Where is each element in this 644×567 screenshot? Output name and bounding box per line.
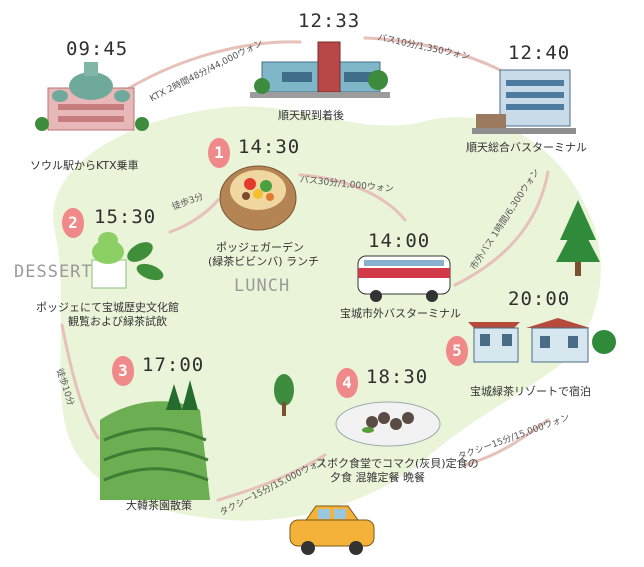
step-badge-2: 2 [62, 208, 84, 238]
stop-label-suncheon-station: 順天駅到着後 [278, 109, 344, 122]
stop-label-resort: 宝城緑茶リゾートで宿泊 [470, 385, 591, 398]
route-ktx-path [108, 40, 302, 102]
tree-icon [274, 374, 294, 416]
stop-label-dessert-2: 観覧および緑茶試飲 [68, 315, 167, 328]
step-badge-4: 4 [336, 368, 358, 398]
stop-label-tea-field: 大韓茶園散策 [126, 499, 192, 512]
lunch-tag: LUNCH [234, 276, 291, 296]
dessert-tag: DESSERT [14, 262, 93, 282]
stop-time-resort: 20:00 [508, 288, 571, 310]
seoul-station-icon [35, 62, 149, 131]
route-taxi2-path [463, 418, 550, 467]
stop-label-dessert-1: ポッジェにて宝城歴史文化館 [36, 301, 179, 314]
stop-label-lunch-1: ポッジェガーデン [216, 241, 304, 254]
step-badge-1: 1 [208, 138, 230, 168]
stop-time-dessert: 15:30 [94, 206, 157, 228]
tea-field-icon [100, 380, 210, 500]
bibimbap-bowl-icon [219, 165, 297, 231]
cockle-dish-icon [335, 401, 441, 447]
bus-terminal-building-icon [472, 69, 576, 134]
route-intercity-path [453, 170, 550, 287]
step-badge-3: 3 [112, 356, 134, 386]
stop-label-lunch-2: (緑茶ビビンバ) ランチ [208, 255, 320, 268]
step-badge-5: 5 [446, 336, 468, 366]
tree-icon [556, 200, 600, 276]
green-tea-icecream-icon [91, 232, 164, 289]
resort-building-icon [468, 318, 616, 363]
stop-time-boseong-terminal: 14:00 [368, 230, 431, 252]
stop-time-tea-field: 17:00 [142, 354, 205, 376]
stop-time-suncheon-station: 12:33 [298, 10, 361, 32]
stop-time-suncheon-terminal: 12:40 [508, 42, 571, 64]
route-bus-suncheon-path [363, 36, 502, 72]
taxi-icon [289, 505, 375, 555]
stop-label-seoul: ソウル駅からKTX乗車 [30, 159, 139, 172]
intercity-bus-icon [357, 255, 451, 302]
stop-time-lunch: 14:30 [238, 136, 301, 158]
route-walk3-path [168, 198, 220, 234]
suncheon-station-icon [250, 41, 390, 98]
route-taxi1-path [216, 453, 327, 502]
route-walk10-path [60, 323, 100, 440]
stop-label-dinner-2: 夕食 混雑定餐 晩餐 [330, 471, 425, 484]
stop-label-dinner-1: スボク食堂でコマク(灰貝)定食の [316, 457, 479, 470]
stop-label-boseong-terminal: 宝城市外バスターミナル [340, 307, 461, 320]
route-bus-boseong-path [298, 173, 407, 222]
stop-time-dinner: 18:30 [366, 366, 429, 388]
stop-label-suncheon-terminal: 順天総合バスターミナル [466, 141, 587, 154]
stop-time-seoul: 09:45 [66, 38, 129, 60]
